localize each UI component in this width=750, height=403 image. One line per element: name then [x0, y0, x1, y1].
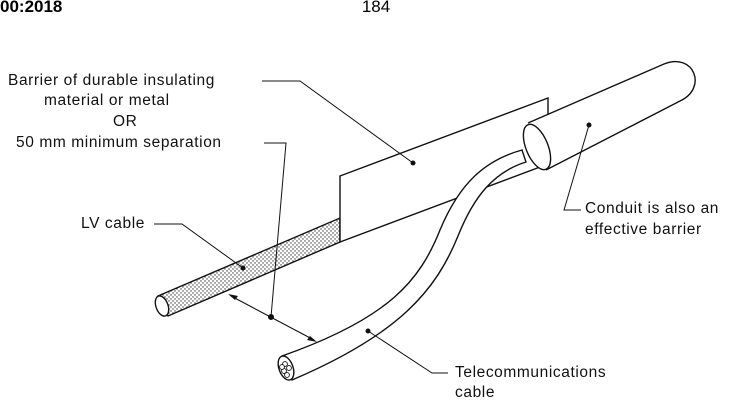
- conduit: [522, 61, 696, 171]
- telecom-cable: [277, 149, 527, 381]
- telecom-leader: [367, 330, 448, 374]
- barrier-label-line4: 50 mm minimum separation: [16, 134, 222, 151]
- separation-dimension: [228, 294, 317, 342]
- lv-cable-label: LV cable: [81, 215, 145, 232]
- leader-lines: [154, 80, 592, 374]
- conduit-label-line2: effective barrier: [585, 221, 702, 238]
- standard-reference: 00:2018: [0, 0, 63, 16]
- telecom-label-line2: cable: [455, 384, 496, 401]
- barrier-label-line2: material or metal: [44, 92, 170, 109]
- barrier-label-line1: Barrier of durable insulating: [8, 72, 215, 89]
- lv-cable-leader: [154, 223, 244, 269]
- page-number: 184: [361, 0, 391, 16]
- lv-cable: [154, 216, 341, 317]
- telecom-label-line1: Telecommunications: [455, 364, 607, 381]
- conduit-label-line1: Conduit is also an: [585, 200, 720, 217]
- barrier-leader: [262, 80, 414, 164]
- separation-leader: [264, 142, 287, 318]
- barrier-label-or: OR: [113, 113, 138, 130]
- conduit-leader: [563, 124, 590, 211]
